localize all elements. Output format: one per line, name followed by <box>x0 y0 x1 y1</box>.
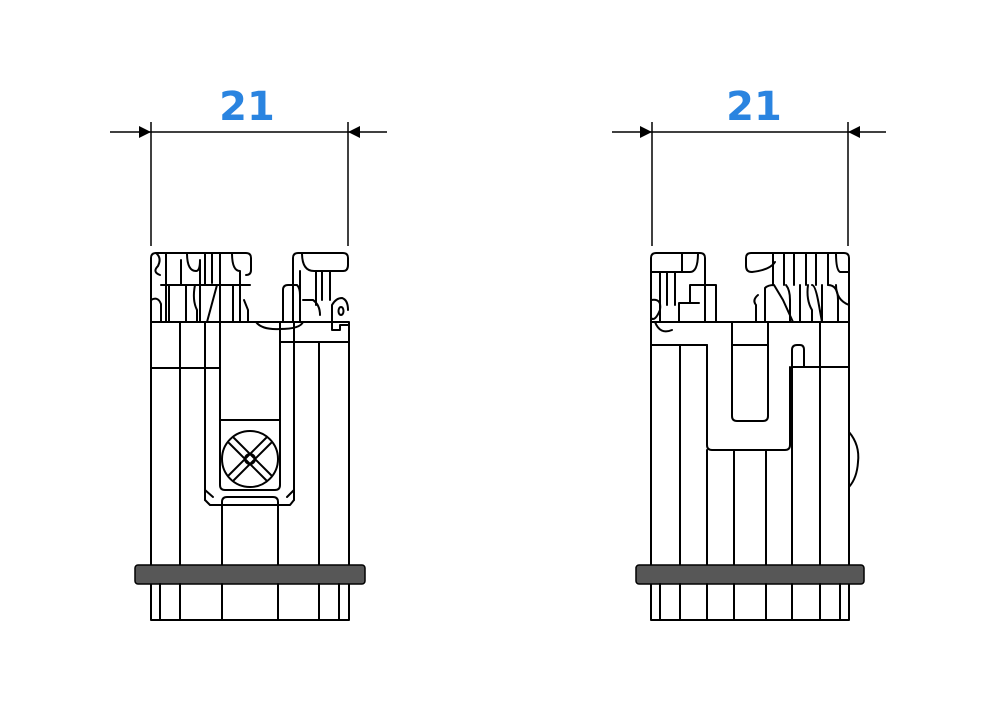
gasket-right <box>635 564 865 585</box>
width-dimension-left: 21 <box>110 84 387 246</box>
width-dimension-right: 21 <box>612 84 886 246</box>
dimension-label-left: 21 <box>219 84 275 130</box>
body-left <box>150 321 350 621</box>
body-right <box>650 321 850 621</box>
side-view: 21 <box>612 84 886 621</box>
gasket-left <box>134 564 366 585</box>
front-view: 21 <box>110 84 387 621</box>
dimension-label-right: 21 <box>726 84 782 130</box>
side-latch-right <box>848 431 860 488</box>
screw-pocket-left <box>204 321 295 506</box>
top-edge-left <box>150 252 349 331</box>
bottom-terminals-right <box>659 583 841 621</box>
screw-head-icon <box>221 430 279 488</box>
top-edge-right <box>650 252 850 333</box>
bottom-terminals-left <box>159 583 340 621</box>
plug-stem-left <box>221 496 279 566</box>
channel-right <box>706 321 805 566</box>
